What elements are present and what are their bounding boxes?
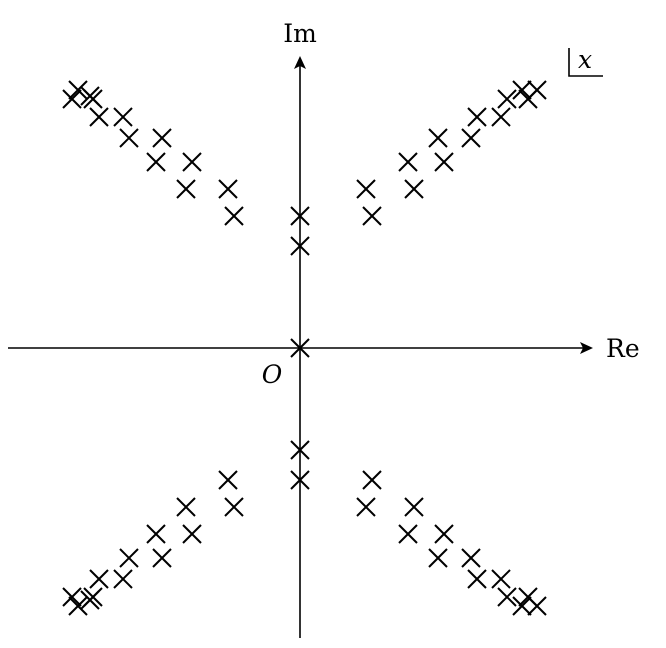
singularity-cross-icon [356,179,376,199]
singularity-cross-icon [467,569,487,589]
singularity-cross-icon [497,89,517,109]
singularity-cross-icon [224,497,244,517]
singularity-cross-icon [434,152,454,172]
singularity-cross-icon [176,497,196,517]
singularity-cross-icon [497,587,517,607]
singularity-cross-icon [527,80,547,100]
singularity-cross-icon [218,179,238,199]
singularity-cross-icon [62,89,82,109]
singularity-cross-icon [290,440,310,460]
imaginary-axis-label: Im [283,19,317,48]
variable-indicator: x [568,45,603,77]
imaginary-axis-arrow-icon [294,56,306,69]
singularity-cross-icon [218,470,238,490]
imaginary-axis [294,56,306,638]
singularity-cross-icon [89,569,109,589]
real-axis [8,342,593,354]
singularity-cross-icon [428,128,448,148]
singularity-cross-icon [398,152,418,172]
singularity-cross-icon [119,548,139,568]
singularity-cross-icon [113,107,133,127]
singularity-cross-icon [356,497,376,517]
singularity-cross-icon [176,179,196,199]
real-axis-label: Re [606,334,640,363]
singularity-cross-icon [467,107,487,127]
singularity-cross-icon [146,524,166,544]
singularity-cross-icon [404,497,424,517]
singularity-cross-icon [68,596,88,616]
singularity-cross-icon [182,524,202,544]
singularity-cross-icon [80,86,100,106]
singularity-cross-icon [290,470,310,490]
singularity-cross-icon [398,524,418,544]
singularity-cross-icon [491,569,511,589]
singularity-cross-icon [461,548,481,568]
singularity-cross-icon [290,236,310,256]
singularity-cross-icon [152,548,172,568]
singularity-cross-icon [527,596,547,616]
singularity-cross-icon [512,596,532,616]
singularity-cross-icon [224,206,244,226]
origin-label: O [262,360,283,389]
singularity-cross-icon [428,548,448,568]
singularity-cross-icon [182,152,202,172]
singularity-cross-icon [362,470,382,490]
singularity-cross-icon [434,524,454,544]
singularity-cross-icon [404,179,424,199]
singularity-cross-icon [152,128,172,148]
singularity-cross-icon [119,128,139,148]
singularity-cross-icon [290,206,310,226]
singularity-cross-icon [362,206,382,226]
real-axis-arrow-icon [580,342,593,354]
singularity-cross-icon [89,107,109,127]
singularity-cross-icon [62,587,82,607]
singularity-cross-icon [146,152,166,172]
singularity-cross-icon [80,590,100,610]
singularity-cross-icon [113,569,133,589]
singularity-cross-icon [491,107,511,127]
singularities [62,80,547,616]
variable-label: x [578,45,592,74]
singularity-cross-icon [290,338,310,358]
singularity-cross-icon [461,128,481,148]
singularity-cross-icon [68,80,88,100]
singularity-cross-icon [512,80,532,100]
